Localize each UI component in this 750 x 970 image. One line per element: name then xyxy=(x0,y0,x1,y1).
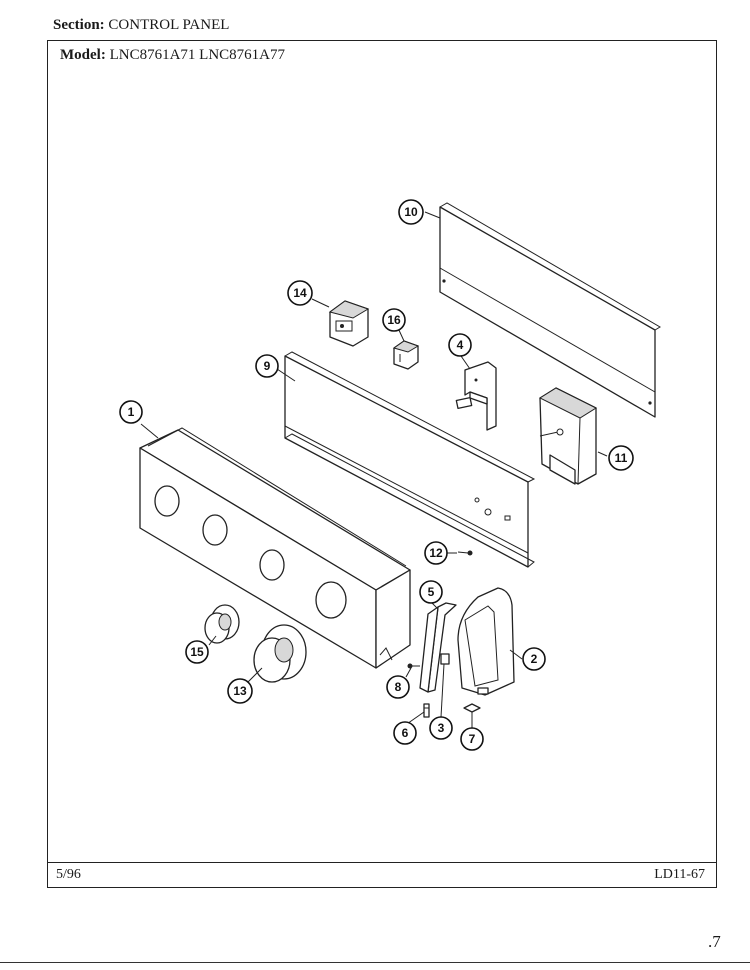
callout-13: 13 xyxy=(227,678,253,704)
part-1-control-panel xyxy=(139,427,411,669)
callout-1: 1 xyxy=(119,400,143,424)
part-14-switch xyxy=(328,300,370,347)
svg-text:16: 16 xyxy=(387,313,401,327)
part-10-back-panel xyxy=(439,202,661,418)
part-12-screw xyxy=(457,550,473,556)
part-16-small-switch xyxy=(392,340,420,370)
callout-11: 11 xyxy=(608,445,634,471)
part-3-clip xyxy=(440,653,450,665)
callout-9: 9 xyxy=(255,354,279,378)
svg-text:2: 2 xyxy=(531,652,538,666)
callout-14: 14 xyxy=(287,280,313,306)
callout-6: 6 xyxy=(393,721,417,745)
callout-7: 7 xyxy=(460,727,484,751)
callout-12: 12 xyxy=(424,541,448,565)
callout-4: 4 xyxy=(448,333,472,357)
part-8-screw xyxy=(407,663,420,669)
callout-8: 8 xyxy=(386,675,410,699)
part-13-knob xyxy=(253,624,307,683)
part-15-knob xyxy=(204,604,240,644)
callout-15: 15 xyxy=(185,640,209,664)
svg-text:1: 1 xyxy=(128,405,135,419)
callout-3: 3 xyxy=(429,716,453,740)
part-4-bracket xyxy=(455,361,497,431)
svg-text:6: 6 xyxy=(402,726,409,740)
part-6-screw xyxy=(423,703,430,718)
callout-16: 16 xyxy=(382,308,406,332)
page-mark: .7 xyxy=(708,932,721,951)
footer-divider xyxy=(47,862,717,863)
diagram-frame xyxy=(47,40,717,888)
model-value: LNC8761A71 LNC8761A77 xyxy=(109,47,285,63)
section-header: Section: CONTROL PANEL xyxy=(53,17,229,34)
callout-10: 10 xyxy=(398,199,424,225)
model-header: Model: LNC8761A71 LNC8761A77 xyxy=(60,47,285,64)
svg-text:8: 8 xyxy=(395,680,402,694)
section-label: Section: xyxy=(53,17,105,33)
svg-text:11: 11 xyxy=(615,451,628,465)
part-5-trim-strip xyxy=(419,602,457,693)
svg-text:12: 12 xyxy=(429,546,443,560)
section-value: CONTROL PANEL xyxy=(108,17,230,33)
svg-text:3: 3 xyxy=(438,721,445,735)
model-label: Model: xyxy=(60,47,106,63)
footer-date: 5/96 xyxy=(56,867,81,882)
page-bottom-rule xyxy=(0,962,750,963)
callout-5: 5 xyxy=(419,580,443,604)
svg-text:7: 7 xyxy=(469,732,476,746)
svg-text:9: 9 xyxy=(264,359,271,373)
svg-text:13: 13 xyxy=(233,684,247,698)
part-7-clip xyxy=(463,703,481,713)
part-2-end-cap xyxy=(457,587,515,696)
svg-text:4: 4 xyxy=(457,338,464,352)
svg-text:5: 5 xyxy=(428,585,435,599)
footer-code: LD11-67 xyxy=(654,867,705,882)
part-9-inner-panel xyxy=(284,351,536,568)
svg-text:10: 10 xyxy=(404,205,418,219)
callout-2: 2 xyxy=(522,647,546,671)
svg-text:15: 15 xyxy=(190,645,204,659)
svg-text:14: 14 xyxy=(293,286,307,300)
part-11-module-box xyxy=(538,387,598,485)
